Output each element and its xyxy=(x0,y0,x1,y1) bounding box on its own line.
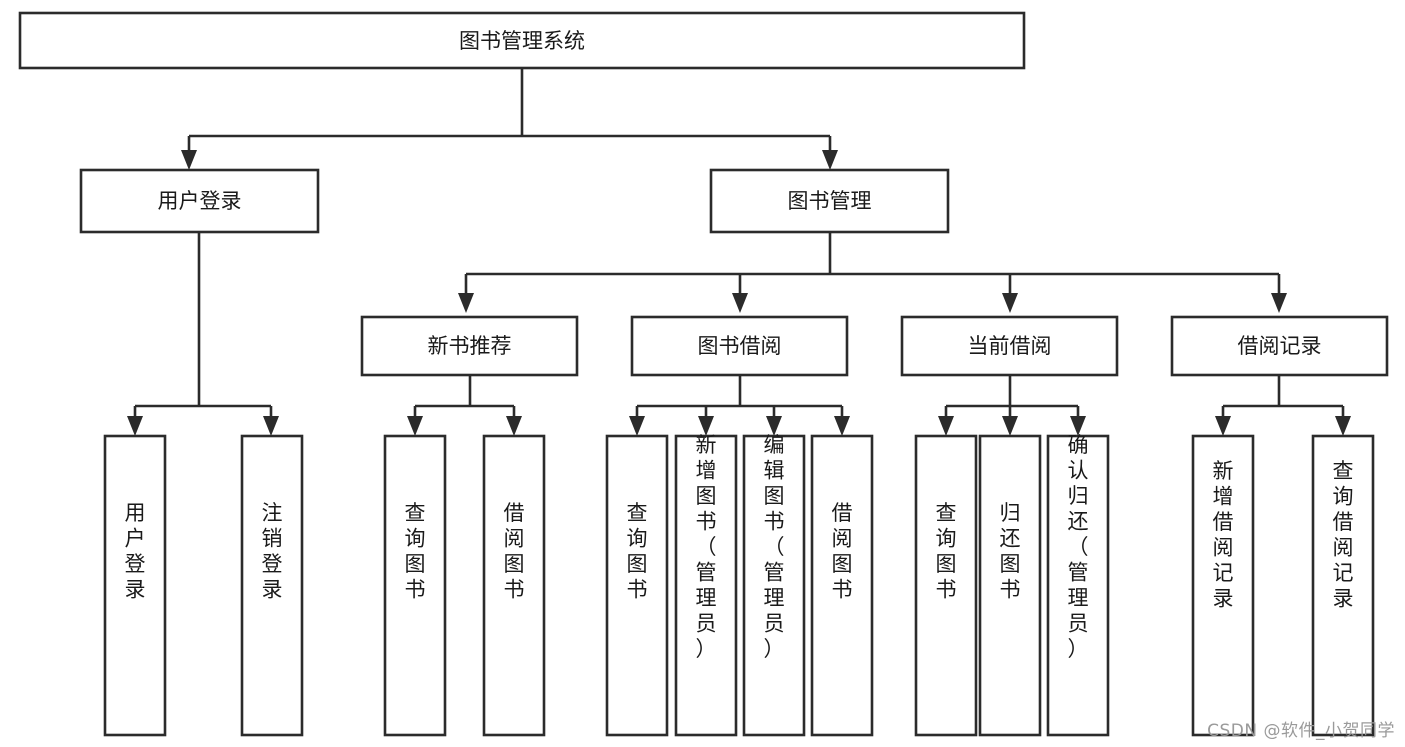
arrow-head-new-book xyxy=(458,293,474,313)
leaf-node-cb-query-book-label: 查询图书 xyxy=(936,501,957,602)
leaf-node-nb-query-book[interactable]: 查询图书 xyxy=(383,434,447,737)
arrow-head-cb-return-book xyxy=(1002,416,1018,436)
leaf-node-bb-query-book[interactable]: 查询图书 xyxy=(605,434,669,737)
arrow-head-borrow-records xyxy=(1271,293,1287,313)
leaf-node-br-add-record[interactable]: 新增借阅记录 xyxy=(1191,434,1255,737)
node-current-borrow-label: 当前借阅 xyxy=(968,334,1052,358)
arrow-head-br-query-record xyxy=(1335,416,1351,436)
node-root-system[interactable]: 图书管理系统 xyxy=(18,11,1026,70)
node-borrow-records-label: 借阅记录 xyxy=(1238,334,1322,358)
leaf-node-bb-edit-book[interactable]: 编辑图书（管理员） xyxy=(742,433,806,737)
arrow-head-leaf-logout xyxy=(263,416,279,436)
leaf-node-bb-add-book-label: 新增图书（管理员） xyxy=(696,433,717,661)
leaf-node-cb-confirm-return-label: 确认归还（管理员） xyxy=(1068,433,1089,661)
leaf-node-cb-confirm-return[interactable]: 确认归还（管理员） xyxy=(1046,433,1110,737)
leaf-node-user-login-label: 用户登录 xyxy=(125,501,146,602)
arrow-head-bb-add-book xyxy=(698,416,714,436)
arrow-head-user-login xyxy=(181,150,197,170)
node-current-borrow[interactable]: 当前借阅 xyxy=(900,315,1119,377)
arrow-head-bb-edit-book xyxy=(766,416,782,436)
arrow-head-book-borrow xyxy=(732,293,748,313)
leaf-node-bb-query-book-label: 查询图书 xyxy=(627,501,648,602)
node-book-management-label: 图书管理 xyxy=(788,189,872,213)
leaf-node-nb-query-book-label: 查询图书 xyxy=(405,501,426,602)
leaf-node-nb-borrow-book[interactable]: 借阅图书 xyxy=(482,434,546,737)
leaf-node-cb-return-book-label: 归还图书 xyxy=(1000,501,1021,602)
node-book-borrow[interactable]: 图书借阅 xyxy=(630,315,849,377)
node-user-login-label: 用户登录 xyxy=(158,189,242,213)
leaf-node-br-query-record[interactable]: 查询借阅记录 xyxy=(1311,434,1375,737)
leaf-node-cb-query-book[interactable]: 查询图书 xyxy=(914,434,978,737)
node-book-management[interactable]: 图书管理 xyxy=(709,168,950,234)
node-root-system-label: 图书管理系统 xyxy=(459,29,585,53)
node-new-book-recommend-label: 新书推荐 xyxy=(428,334,512,358)
leaf-node-bb-add-book[interactable]: 新增图书（管理员） xyxy=(674,433,738,737)
leaf-node-bb-borrow-book[interactable]: 借阅图书 xyxy=(810,434,874,737)
arrow-head-current-borrow xyxy=(1002,293,1018,313)
leaf-node-nb-borrow-book-label: 借阅图书 xyxy=(504,501,525,602)
arrow-head-br-add-record xyxy=(1215,416,1231,436)
arrow-head-nb-borrow-book xyxy=(506,416,522,436)
arrow-head-cb-confirm-return xyxy=(1070,416,1086,436)
node-new-book-recommend[interactable]: 新书推荐 xyxy=(360,315,579,377)
leaf-node-cb-return-book[interactable]: 归还图书 xyxy=(978,434,1042,737)
arrow-head-nb-query-book xyxy=(407,416,423,436)
leaf-node-br-query-record-label: 查询借阅记录 xyxy=(1333,459,1354,611)
node-borrow-records[interactable]: 借阅记录 xyxy=(1170,315,1389,377)
arrow-head-cb-query-book xyxy=(938,416,954,436)
connector-layer xyxy=(127,68,1351,436)
leaf-node-user-login[interactable]: 用户登录 xyxy=(103,434,167,737)
arrow-head-book-mgmt xyxy=(822,150,838,170)
arrow-head-bb-borrow-book xyxy=(834,416,850,436)
node-user-login[interactable]: 用户登录 xyxy=(79,168,320,234)
leaf-node-br-add-record-label: 新增借阅记录 xyxy=(1213,459,1234,611)
arrow-head-bb-query-book xyxy=(629,416,645,436)
leaf-node-logout[interactable]: 注销登录 xyxy=(240,434,304,737)
leaf-node-bb-borrow-book-label: 借阅图书 xyxy=(832,501,853,602)
leaf-node-logout-label: 注销登录 xyxy=(262,501,283,602)
node-book-borrow-label: 图书借阅 xyxy=(698,334,782,358)
leaf-node-bb-edit-book-label: 编辑图书（管理员） xyxy=(764,433,785,661)
arrow-head-leaf-user-login xyxy=(127,416,143,436)
